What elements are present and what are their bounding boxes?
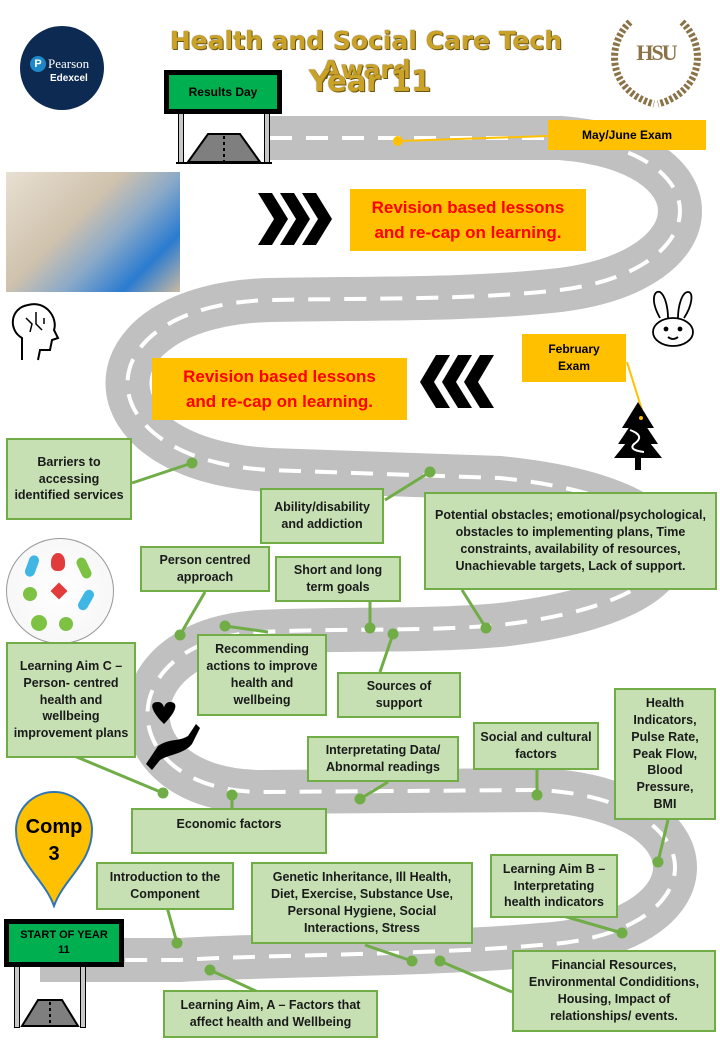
- start-gantry: [14, 960, 86, 1028]
- topic-social-cultural: Social and cultural factors: [473, 722, 599, 770]
- topic-person-centred: Person centred approach: [140, 546, 270, 592]
- revision-box-lower: Revision based lessons and re-cap on lea…: [152, 358, 407, 420]
- connector-lines: [71, 457, 670, 994]
- may-june-exam-label: May/June Exam: [548, 120, 706, 150]
- road-ahead-icon: [176, 133, 272, 164]
- topic-learning-aim-a: Learning Aim, A – Factors that affect he…: [163, 990, 378, 1038]
- topic-interpreting-data: Interpretating Data/ Abnormal readings: [307, 736, 459, 782]
- topic-learning-aim-b: Learning Aim B – Interpretating health i…: [490, 854, 618, 918]
- revision-box-upper: Revision based lessons and re-cap on lea…: [350, 189, 586, 251]
- topic-potential-obstacles: Potential obstacles; emotional/psycholog…: [424, 492, 717, 590]
- topic-economic-factors: Economic factors: [131, 808, 327, 854]
- exam-connectors: [393, 135, 643, 411]
- pearson-subname: Edexcel: [50, 73, 88, 84]
- comp3-map-pin: Comp 3: [14, 788, 94, 908]
- pearson-name: Pearson: [48, 56, 90, 71]
- road-ahead-icon-start: [20, 999, 80, 1027]
- topic-health-indicators: Health Indicators, Pulse Rate, Peak Flow…: [614, 688, 716, 820]
- topic-sources-of-support: Sources of support: [337, 672, 461, 718]
- topic-ability-disability: Ability/disability and addiction: [260, 488, 384, 544]
- crest-monogram: HSU: [636, 40, 677, 65]
- map-pin-icon: [14, 791, 94, 908]
- topic-genetic-factors: Genetic Inheritance, Ill Health, Diet, E…: [251, 862, 473, 944]
- topic-short-long-goals: Short and long term goals: [275, 556, 401, 602]
- comp-number: 3: [48, 843, 60, 865]
- results-day-sign: Results Day: [164, 70, 282, 114]
- topic-learning-aim-c: Learning Aim C – Person- centred health …: [6, 642, 136, 758]
- laurel-wreath-icon: [611, 19, 701, 108]
- results-day-gantry: [176, 100, 272, 164]
- topic-financial-resources: Financial Resources, Environmental Condi…: [512, 950, 716, 1032]
- school-crest-logo: HSU: [604, 12, 708, 112]
- page-title: Health and Social Care Tech Award: [169, 26, 563, 84]
- topic-introduction: Introduction to the Component: [96, 862, 234, 910]
- carer-photo: [6, 172, 180, 292]
- topic-recommending-actions: Recommending actions to improve health a…: [197, 634, 327, 716]
- comp-label: Comp: [25, 816, 83, 838]
- pearson-edexcel-logo: P Pearson Edexcel: [20, 26, 104, 110]
- february-exam-label: February Exam: [522, 334, 626, 382]
- start-of-year-sign: START OF YEAR 11: [4, 919, 124, 967]
- medical-icons-circle: [6, 538, 114, 644]
- pearson-p-icon: P: [30, 56, 46, 72]
- topic-barriers: Barriers to accessing identified service…: [6, 438, 132, 520]
- page-subtitle: Year 11: [308, 64, 432, 98]
